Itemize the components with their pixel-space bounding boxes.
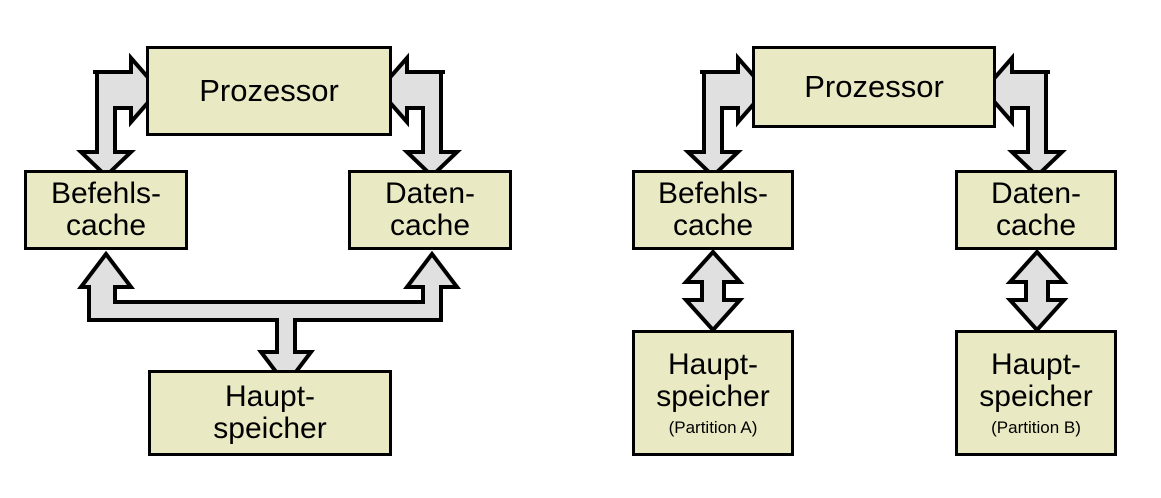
left-main-memory-box[interactable]: Haupt- speicher: [148, 370, 392, 456]
right-main-memory-b-note: (Partition B): [991, 417, 1081, 437]
right-main-memory-b-label-line2: speicher: [979, 379, 1093, 413]
arrow-right-data-cache-memory-b: [1005, 249, 1069, 333]
right-data-cache-box[interactable]: Daten- cache: [955, 170, 1117, 250]
left-processor-box[interactable]: Prozessor: [146, 46, 392, 136]
right-instruction-cache-box[interactable]: Befehls- cache: [632, 170, 794, 250]
right-data-cache-label-line1: Daten-: [990, 177, 1082, 211]
left-instruction-cache-label-line2: cache: [65, 209, 147, 242]
arrow-right-instruction-cache-memory-a: [681, 249, 745, 333]
left-main-memory-label-line1: Haupt-: [224, 380, 316, 414]
left-instruction-cache-label-line1: Befehls-: [50, 177, 162, 211]
arrow-left-processor-data-cache: [376, 52, 462, 179]
left-main-memory-label-line2: speicher: [213, 412, 327, 445]
left-data-cache-label-line1: Daten-: [384, 177, 476, 211]
right-instruction-cache-label-line2: cache: [672, 209, 754, 242]
right-main-memory-a-label-line1: Haupt-: [667, 348, 759, 382]
arrow-left-caches-main-memory: [76, 250, 462, 389]
left-data-cache-label-line2: cache: [389, 209, 471, 242]
left-data-cache-box[interactable]: Daten- cache: [348, 170, 512, 250]
right-main-memory-a-label-line2: speicher: [656, 379, 770, 413]
right-processor-box[interactable]: Prozessor: [752, 46, 996, 128]
left-processor-label: Prozessor: [199, 72, 339, 108]
right-main-memory-a-note: (Partition A): [668, 417, 758, 437]
right-instruction-cache-label-line1: Befehls-: [657, 177, 769, 211]
right-processor-label: Prozessor: [804, 68, 944, 104]
arrow-right-processor-instruction-cache: [683, 52, 769, 179]
left-instruction-cache-box[interactable]: Befehls- cache: [24, 170, 188, 250]
right-main-memory-b-label-line1: Haupt-: [990, 348, 1082, 382]
arrow-left-processor-instruction-cache: [76, 52, 162, 179]
right-data-cache-label-line2: cache: [995, 209, 1077, 242]
arrow-right-processor-data-cache: [981, 52, 1067, 179]
right-main-memory-a-box[interactable]: Haupt- speicher (Partition A): [632, 330, 794, 456]
right-main-memory-b-box[interactable]: Haupt- speicher (Partition B): [955, 330, 1117, 456]
